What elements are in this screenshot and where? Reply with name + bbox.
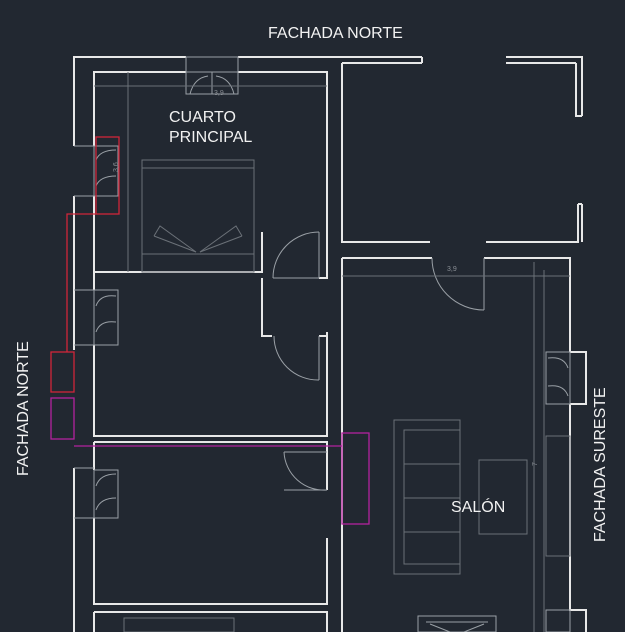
bed <box>141 159 255 273</box>
red-elements <box>50 136 120 393</box>
cuarto-label-line1: CUARTO <box>169 109 236 126</box>
fachada-sureste-label: FACHADA SURESTE <box>592 387 609 542</box>
fachada-norte-top-label: FACHADA NORTE <box>268 25 403 42</box>
bedroom-window-top <box>185 56 239 95</box>
dimension-lines <box>94 72 570 632</box>
salon-depth-dim: 7 <box>532 462 539 466</box>
bottom-fixture <box>417 615 497 632</box>
salon-width-dim: 3,9 <box>447 266 457 273</box>
magenta-elements <box>50 397 370 525</box>
salon-label: SALÓN <box>451 497 505 516</box>
doors <box>272 231 485 491</box>
sofa <box>393 419 461 575</box>
salon-cabinet <box>543 270 571 632</box>
coffee-table <box>478 459 528 535</box>
fachada-norte-left-label: FACHADA NORTE <box>15 341 32 476</box>
bedroom-depth-dim: 3,6 <box>113 162 120 172</box>
right-windows <box>545 351 571 632</box>
bottom-left-fixture <box>123 617 235 632</box>
walls <box>73 56 587 632</box>
bedroom-width-dim: 3,9 <box>214 90 224 97</box>
left-windows <box>93 145 119 519</box>
cuarto-label-line2: PRINCIPAL <box>169 129 252 146</box>
